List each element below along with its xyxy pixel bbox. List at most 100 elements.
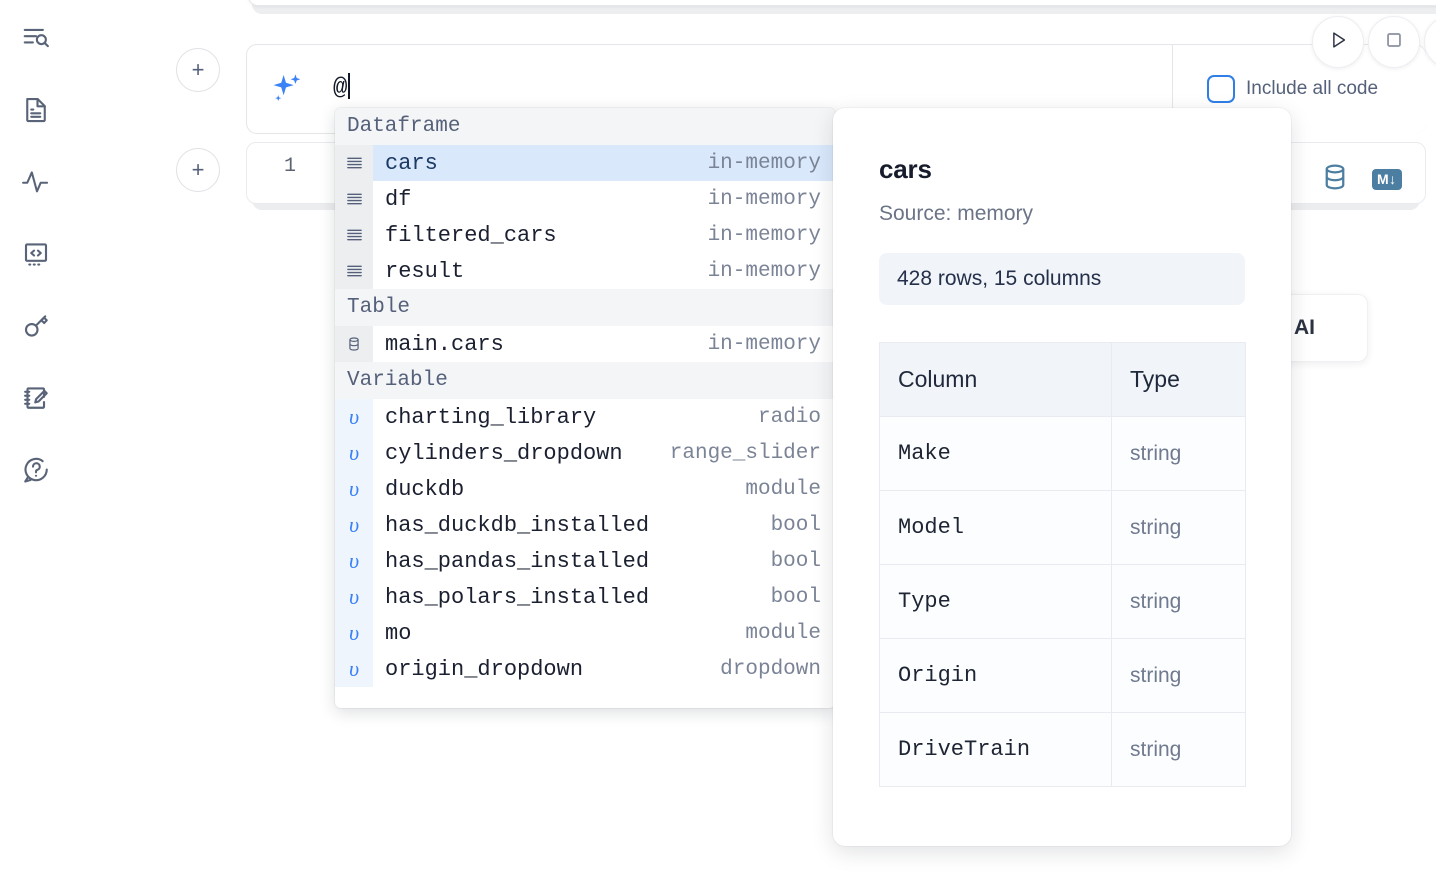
autocomplete-dropdown[interactable]: Dataframe cars in-memory df bbox=[335, 108, 835, 708]
autocomplete-item-result[interactable]: result in-memory bbox=[335, 253, 835, 289]
table-row: Type string bbox=[879, 564, 1246, 639]
table-row: Origin string bbox=[879, 638, 1246, 713]
autocomplete-item-name: duckdb bbox=[385, 476, 465, 502]
autocomplete-item-type: radio bbox=[757, 405, 821, 429]
help-chat-icon[interactable] bbox=[12, 446, 60, 494]
cell-column-name: Make bbox=[879, 416, 1112, 491]
plus-icon: + bbox=[191, 57, 205, 82]
ai-prompt-value: @ bbox=[333, 75, 348, 102]
include-all-code-checkbox[interactable]: Include all code bbox=[1207, 75, 1378, 103]
dataframe-icon bbox=[335, 145, 373, 181]
previous-cell-shadow bbox=[252, 4, 1436, 14]
dataset-preview-card: cars Source: memory 428 rows, 15 columns… bbox=[833, 108, 1291, 846]
play-icon bbox=[1327, 29, 1349, 56]
autocomplete-item-type: module bbox=[745, 621, 821, 645]
autocomplete-item-type: in-memory bbox=[707, 332, 821, 356]
sparkles-icon bbox=[269, 71, 305, 107]
cell-column-name: DriveTrain bbox=[879, 712, 1112, 787]
cell-column-name: Model bbox=[879, 490, 1112, 565]
autocomplete-group-header: Variable bbox=[335, 362, 835, 399]
cell-toolbar: M↓ bbox=[1320, 162, 1402, 197]
text-caret bbox=[348, 73, 351, 99]
autocomplete-item-name: origin_dropdown bbox=[385, 656, 584, 682]
cell-column-type: string bbox=[1111, 564, 1246, 639]
preview-title: cars bbox=[879, 154, 932, 184]
line-number: 1 bbox=[283, 155, 296, 178]
autocomplete-item-cars[interactable]: cars in-memory bbox=[335, 145, 835, 181]
autocomplete-item-name: has_polars_installed bbox=[385, 584, 650, 610]
dataframe-icon bbox=[335, 181, 373, 217]
autocomplete-item-type: in-memory bbox=[707, 151, 821, 175]
add-cell-below-button[interactable]: + bbox=[176, 148, 220, 192]
variable-icon: υ bbox=[335, 471, 373, 507]
preview-schema-table: Column Type Make string Model string Typ… bbox=[879, 342, 1246, 787]
stop-button[interactable] bbox=[1368, 16, 1420, 68]
cell-column-type: string bbox=[1111, 490, 1246, 565]
autocomplete-item-charting-library[interactable]: υ charting_library radio bbox=[335, 399, 835, 435]
variables-code-icon[interactable] bbox=[12, 230, 60, 278]
autocomplete-item-type: in-memory bbox=[707, 259, 821, 283]
autocomplete-item-type: bool bbox=[770, 513, 821, 537]
autocomplete-item-has-pandas-installed[interactable]: υ has_pandas_installed bool bbox=[335, 543, 835, 579]
autocomplete-item-filtered-cars[interactable]: filtered_cars in-memory bbox=[335, 217, 835, 253]
run-button[interactable] bbox=[1312, 16, 1364, 68]
database-icon[interactable] bbox=[1320, 162, 1350, 197]
variable-icon: υ bbox=[335, 651, 373, 687]
autocomplete-item-name: cylinders_dropdown bbox=[385, 440, 623, 466]
ai-chip-label: AI bbox=[1294, 316, 1315, 339]
autocomplete-item-df[interactable]: df in-memory bbox=[335, 181, 835, 217]
autocomplete-item-origin-dropdown[interactable]: υ origin_dropdown dropdown bbox=[335, 651, 835, 687]
markdown-badge[interactable]: M↓ bbox=[1372, 169, 1402, 190]
autocomplete-item-type: in-memory bbox=[707, 223, 821, 247]
previous-cell[interactable] bbox=[248, 0, 1436, 6]
variable-icon: υ bbox=[335, 507, 373, 543]
plus-icon: + bbox=[191, 157, 205, 182]
autocomplete-item-duckdb[interactable]: υ duckdb module bbox=[335, 471, 835, 507]
autocomplete-group-header: Table bbox=[335, 289, 835, 326]
checkbox-box[interactable] bbox=[1207, 75, 1235, 103]
autocomplete-item-name: charting_library bbox=[385, 404, 597, 430]
dataframe-icon bbox=[335, 253, 373, 289]
autocomplete-item-has-duckdb-installed[interactable]: υ has_duckdb_installed bool bbox=[335, 507, 835, 543]
cell-column-type: string bbox=[1111, 638, 1246, 713]
autocomplete-item-name: result bbox=[385, 258, 465, 284]
cell-column-name: Origin bbox=[879, 638, 1112, 713]
autocomplete-item-has-polars-installed[interactable]: υ has_polars_installed bool bbox=[335, 579, 835, 615]
autocomplete-item-mo[interactable]: υ mo module bbox=[335, 615, 835, 651]
autocomplete-item-name: has_pandas_installed bbox=[385, 548, 650, 574]
autocomplete-item-type: range_slider bbox=[669, 441, 821, 465]
cell-column-type: string bbox=[1111, 416, 1246, 491]
autocomplete-group-header: Dataframe bbox=[335, 108, 835, 145]
variable-icon: υ bbox=[335, 579, 373, 615]
table-header-row: Column Type bbox=[879, 342, 1246, 417]
preview-source: Source: memory bbox=[879, 202, 1034, 225]
variable-icon: υ bbox=[335, 615, 373, 651]
add-cell-above-button[interactable]: + bbox=[176, 48, 220, 92]
autocomplete-item-name: main.cars bbox=[385, 331, 504, 357]
autocomplete-item-name: mo bbox=[385, 620, 412, 646]
table-row: Model string bbox=[879, 490, 1246, 565]
table-row: DriveTrain string bbox=[879, 712, 1246, 787]
ai-prompt-input[interactable]: @ bbox=[333, 73, 351, 102]
autocomplete-item-type: in-memory bbox=[707, 187, 821, 211]
column-header-column: Column bbox=[879, 342, 1112, 417]
activity-icon[interactable] bbox=[12, 158, 60, 206]
variable-icon: υ bbox=[335, 399, 373, 435]
column-header-type: Type bbox=[1111, 342, 1246, 417]
left-icon-rail bbox=[0, 0, 72, 874]
autocomplete-item-type: bool bbox=[770, 549, 821, 573]
file-icon[interactable] bbox=[12, 86, 60, 134]
variable-icon: υ bbox=[335, 435, 373, 471]
explore-outline-icon[interactable] bbox=[12, 14, 60, 62]
dataframe-icon bbox=[335, 217, 373, 253]
secrets-key-icon[interactable] bbox=[12, 302, 60, 350]
autocomplete-item-name: cars bbox=[385, 150, 438, 176]
autocomplete-item-main-cars[interactable]: main.cars in-memory bbox=[335, 326, 835, 362]
scratchpad-edit-icon[interactable] bbox=[12, 374, 60, 422]
markdown-badge-label: M↓ bbox=[1377, 171, 1397, 187]
variable-icon: υ bbox=[335, 543, 373, 579]
autocomplete-item-cylinders-dropdown[interactable]: υ cylinders_dropdown range_slider bbox=[335, 435, 835, 471]
autocomplete-item-name: filtered_cars bbox=[385, 222, 557, 248]
autocomplete-item-type: module bbox=[745, 477, 821, 501]
